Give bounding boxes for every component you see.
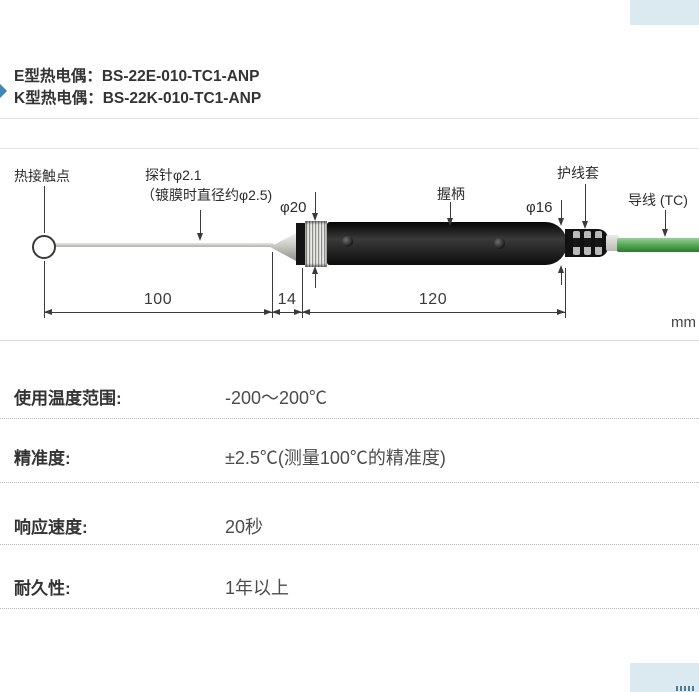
- dim-grip-length: 120: [418, 291, 448, 308]
- corner-box-top: [630, 0, 699, 25]
- arrow-left-icon: [302, 308, 310, 315]
- arrow-right-icon: [557, 308, 565, 315]
- dim-tip-length: 14: [277, 291, 297, 308]
- arrow-down-icon: [581, 221, 588, 229]
- sleeve-rib: [573, 231, 580, 255]
- arrow-left-icon: [44, 308, 52, 315]
- leader-line: [450, 202, 451, 219]
- sleeve-rib: [595, 231, 602, 255]
- dim-probe-length: 100: [143, 291, 173, 308]
- diameter-16-label: φ16: [526, 199, 553, 216]
- spec-label: 响应速度:: [14, 518, 88, 537]
- arrow-down-icon: [311, 213, 318, 221]
- leader-line: [315, 192, 316, 214]
- dotted-divider: [0, 608, 699, 609]
- separator-line: [0, 148, 699, 149]
- spec-value: 1年以上: [225, 578, 290, 598]
- probe-spec-label: 探针φ2.1: [145, 167, 202, 183]
- spec-value: 20秒: [225, 517, 264, 537]
- lead-wire-label: 导线 (TC): [628, 192, 688, 208]
- probe-tip-cone: [270, 232, 298, 262]
- hot-junction-label: 热接触点: [14, 168, 70, 184]
- model-line-k: K型热电偶：BS-22K-010-TC1-ANP: [14, 90, 262, 107]
- grip-label: 握柄: [437, 186, 465, 202]
- dotted-divider: [0, 482, 699, 483]
- extension-line: [44, 261, 45, 318]
- separator-line: [0, 118, 699, 119]
- probe-spec-note: （镀膜时直径约φ2.5): [141, 187, 273, 203]
- bullet-diamond-icon: [0, 83, 8, 99]
- extension-line: [302, 268, 303, 318]
- extension-line: [272, 252, 273, 318]
- leader-line: [561, 200, 562, 219]
- sleeve-rib: [584, 231, 591, 255]
- diameter-20-label: φ20: [280, 199, 307, 216]
- lead-wire: [617, 238, 699, 252]
- spec-label: 耐久性:: [14, 579, 71, 598]
- separator-line: [0, 340, 699, 341]
- model-line-e: E型热电偶：BS-22E-010-TC1-ANP: [14, 68, 260, 85]
- leader-line: [315, 274, 316, 288]
- leader-line: [44, 186, 45, 233]
- spec-label: 使用温度范围:: [14, 389, 122, 408]
- spec-value: ±2.5℃(测量100℃的精准度): [225, 448, 446, 468]
- leader-line: [665, 210, 666, 229]
- hot-junction-circle: [32, 235, 56, 259]
- spec-value: -200～200℃: [225, 388, 328, 408]
- arrow-up-icon: [557, 265, 564, 273]
- wire-collar: [606, 235, 619, 251]
- arrow-up-icon: [311, 266, 318, 274]
- dotted-divider: [0, 418, 699, 419]
- extension-line: [565, 268, 566, 318]
- leader-line: [561, 273, 562, 285]
- arrow-left-icon: [272, 308, 280, 315]
- sleeve-label: 护线套: [557, 165, 599, 181]
- knurled-ring: [305, 221, 327, 267]
- arrow-right-icon: [264, 308, 272, 315]
- collar-ring: [296, 223, 305, 265]
- screw-icon: [342, 236, 353, 247]
- arrow-down-icon: [196, 233, 203, 241]
- screw-icon: [494, 238, 505, 249]
- arrow-right-icon: [294, 308, 302, 315]
- spec-label: 精准度:: [14, 449, 71, 468]
- arrow-down-icon: [661, 229, 668, 237]
- dotted-divider: [0, 544, 699, 545]
- leader-line: [585, 184, 586, 221]
- handle-body: [327, 222, 567, 265]
- probe-needle: [54, 243, 274, 247]
- footer-text-fragment: [676, 686, 696, 691]
- unit-mm-label: mm: [671, 314, 696, 331]
- arrow-down-icon: [446, 218, 453, 226]
- leader-line: [200, 210, 201, 234]
- arrow-down-icon: [557, 218, 564, 226]
